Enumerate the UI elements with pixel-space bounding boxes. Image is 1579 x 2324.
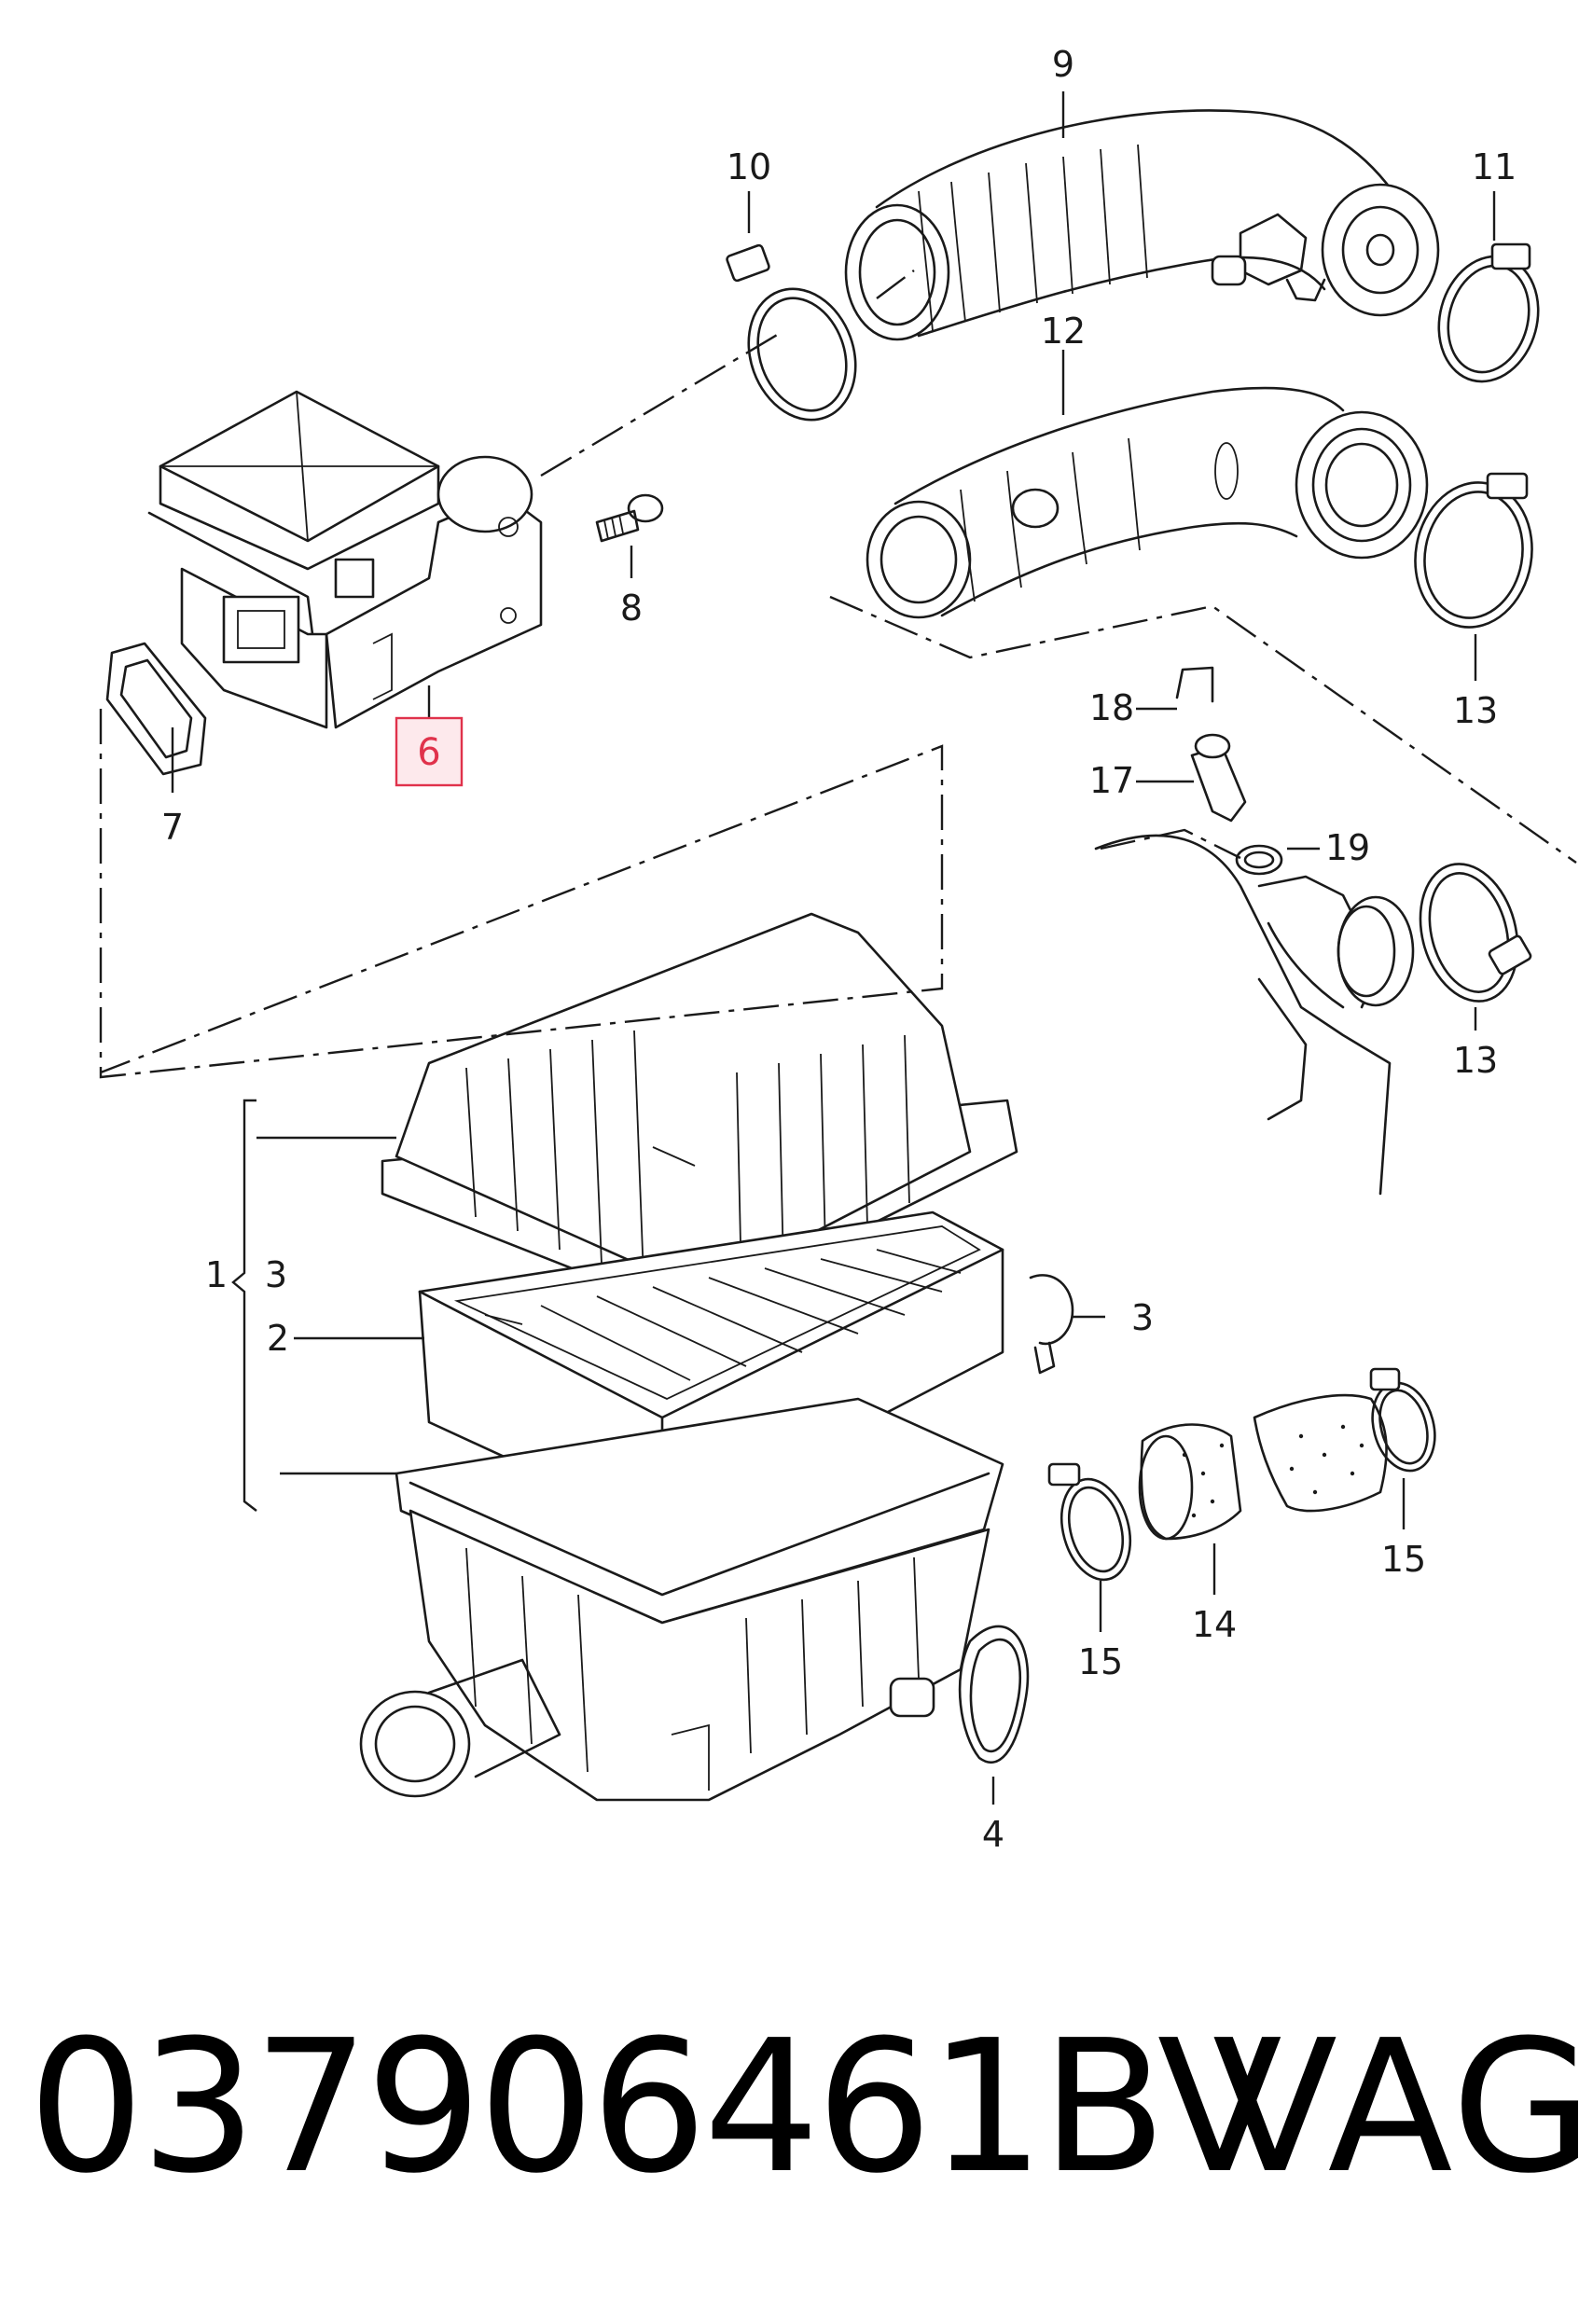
- callout-10: 10: [727, 146, 771, 187]
- callout-19: 19: [1325, 827, 1370, 868]
- air-filter-lower-housing: [359, 1397, 1004, 1802]
- leader-lines: [171, 91, 1496, 1805]
- hose-clamp-15-right: [1369, 1367, 1436, 1473]
- callout-4: 4: [982, 1814, 1004, 1855]
- hose-14: [1138, 1393, 1388, 1541]
- retaining-clip-3: [1029, 1274, 1074, 1375]
- valve-parts-17-18-19: [1175, 666, 1283, 876]
- callout-8: 8: [620, 588, 643, 629]
- part-footer: 037906461BV VAG: [0, 2014, 1579, 2201]
- hose-clamp-15-left: [1047, 1462, 1131, 1582]
- callout-12: 12: [1041, 311, 1086, 352]
- callout-7: 7: [161, 807, 184, 848]
- intake-hose-upper: [844, 109, 1440, 341]
- callout-3: 3: [1131, 1297, 1154, 1338]
- callout-1: 1: [205, 1254, 228, 1295]
- assembly-guide-lines: [99, 270, 1577, 1079]
- callout-2: 2: [267, 1318, 289, 1359]
- seal-ring-4: [958, 1625, 1030, 1764]
- hose-clamp-13-upper: [1414, 472, 1533, 629]
- callout-14: 14: [1192, 1604, 1237, 1645]
- gasket-7: [105, 642, 207, 776]
- callout-11: 11: [1472, 146, 1517, 187]
- callout-18: 18: [1089, 687, 1134, 728]
- screw-8: [595, 493, 664, 543]
- air-mass-meter-6: [147, 390, 543, 729]
- callout-9: 9: [1052, 44, 1074, 85]
- callout-13-lower: 13: [1453, 1040, 1498, 1081]
- callout-1-3: 3: [265, 1254, 287, 1295]
- air-filter-upper-housing: [381, 912, 1018, 1317]
- callout-17: 17: [1089, 760, 1134, 801]
- intake-hose-lower: [866, 386, 1429, 619]
- hose-clamp-10: [726, 243, 857, 422]
- highlighted-callout-6[interactable]: 6: [395, 716, 464, 787]
- callout-labels: 9 10 11 12 13 8 7 18 17 19 13 1 3 2 3 15…: [161, 44, 1517, 1855]
- callout-15-right: 15: [1381, 1539, 1426, 1580]
- elbow-pipe-assembly: [1094, 834, 1532, 1196]
- part-number: 037906461BV: [28, 2001, 1282, 2214]
- callout-15-left: 15: [1078, 1641, 1123, 1682]
- hose-clamp-11: [1437, 242, 1540, 383]
- brand-name: VAG: [1212, 2001, 1579, 2214]
- callout-13-upper: 13: [1453, 690, 1498, 731]
- callout-6: 6: [417, 731, 440, 774]
